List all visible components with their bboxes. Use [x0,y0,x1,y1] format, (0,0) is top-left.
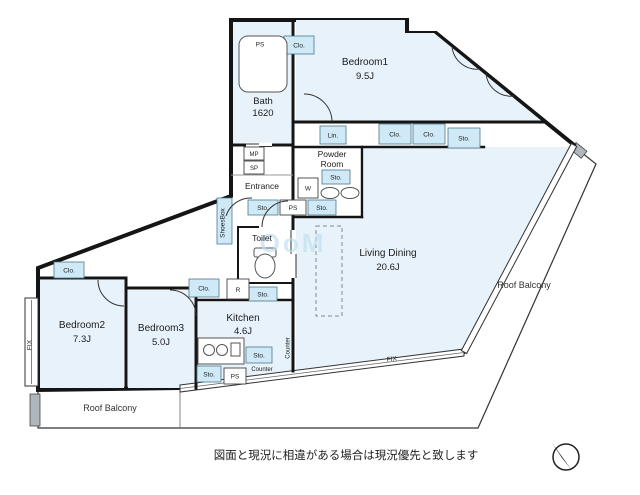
mp-label: MP [250,152,259,158]
shoes-box-label: ShoesBox [220,207,227,237]
kitchen-name: Kitchen [226,313,259,324]
window-bands [24,142,578,393]
stove-burner-icon [203,344,215,356]
kitchen-floor [198,302,292,386]
sto-label: Sto. [257,292,269,299]
compass-circle [552,443,580,471]
bath-name: Bath [253,96,273,107]
ps-label: PS [289,205,298,212]
door-arc [303,93,333,123]
counter-label: Counter [286,337,292,358]
room-floors [40,20,572,388]
sto-label: Sto. [316,205,328,212]
washer-label: W [305,186,312,193]
refrigerator-label: R [236,287,241,294]
stove-burner-icon [216,344,228,356]
living-dining-name: Living Dining [359,248,416,259]
roof-balcony-label-right: Roof Balcony [497,280,551,290]
bedroom1-size: 9.5J [356,71,374,82]
clo-label: Clo. [198,286,210,293]
living-dining-size: 20.6J [376,262,399,273]
bedroom3-name: Bedroom3 [138,323,185,334]
kitchen-sink-icon [230,342,241,357]
ps-label: PS [256,42,265,49]
room-labels: Bedroom1 9.5J Bath 1620 Powder Room Entr… [59,57,551,413]
meter-pipe-box [243,146,265,161]
window-band-right [460,142,578,355]
door-arc [485,72,515,97]
clo-label: Clo. [389,132,401,139]
ps-label: PS [231,374,240,381]
sto-label: Sto. [257,205,269,212]
fix-label: FIX [386,355,398,363]
door-arc [261,200,289,228]
powder-room-name-line1: Powder [318,149,347,159]
storage-box [196,365,222,383]
disclaimer-text: 図面と現況に相違がある場合は現況優先と致します [214,448,479,462]
toilet-bowl-icon [254,253,276,279]
toilet-name: Toilet [252,233,272,243]
sto-label: Sto. [253,353,265,360]
linen-box [319,125,347,145]
closet-box [188,278,220,298]
sto-label: Sto. [203,372,215,379]
bedroom1-name: Bedroom1 [342,57,389,68]
compass-needle [552,443,571,469]
storage-box [447,127,481,149]
powder-room-name-line2: Room [321,159,344,169]
bedroom2-size: 7.3J [73,334,91,345]
fixtures [197,35,360,365]
bathtub-icon [238,35,288,93]
storage-box [245,346,273,364]
kitchen-size: 4.6J [234,326,252,337]
balcony-wall-stub [29,393,41,427]
entrance-name: Entrance [245,181,279,191]
washbasin-icon [340,187,360,199]
bath-size: 1620 [252,108,273,119]
closet-box [378,123,412,145]
door-arc [225,197,253,217]
refrigerator-space-box [226,278,250,300]
bath-door-gap [246,142,272,148]
bedroom3-size: 5.0J [152,337,170,348]
closet-box [412,123,446,145]
washbasin-icon [320,187,340,199]
clo-label: Clo. [63,268,75,275]
sp-label: SP [250,166,258,172]
door-arc [451,45,481,70]
door-arcs [97,45,515,317]
living-dining-floor [296,147,572,370]
dashed-area-outline [315,225,343,317]
bedroom2-name: Bedroom2 [59,320,106,331]
pipe-space-box [223,367,247,385]
bedroom1-floor [296,20,543,122]
pipe-space-box [279,199,307,216]
sto-label: Sto. [458,136,470,143]
bedroom3-floor [128,290,194,388]
closet-box [53,261,85,279]
sto-label: Sto. [330,175,342,182]
clo-label: Clo. [423,132,435,139]
door-arc [169,289,197,317]
roof-balcony-label-bottom: Roof Balcony [83,403,137,413]
fix-label: FIX [27,339,34,350]
north-compass-icon [552,443,580,471]
small-labels: PS Clo. Lin. Clo. Clo. Sto. MP SP W Sto.… [27,42,470,381]
storage-box [247,199,279,216]
storage-box [321,169,351,185]
bedroom2-floor [40,280,124,388]
storage-box [307,199,337,216]
door-arc [97,279,125,307]
lin-label: Lin. [328,133,339,140]
watermark-text: OoM [260,228,327,258]
sliding-door-gap [290,230,296,278]
supply-pipe-box [243,160,265,175]
shoes-box [216,197,233,245]
counter-label: Counter [251,367,272,373]
washer-box [297,177,319,199]
clo-label: Clo. [293,43,305,50]
